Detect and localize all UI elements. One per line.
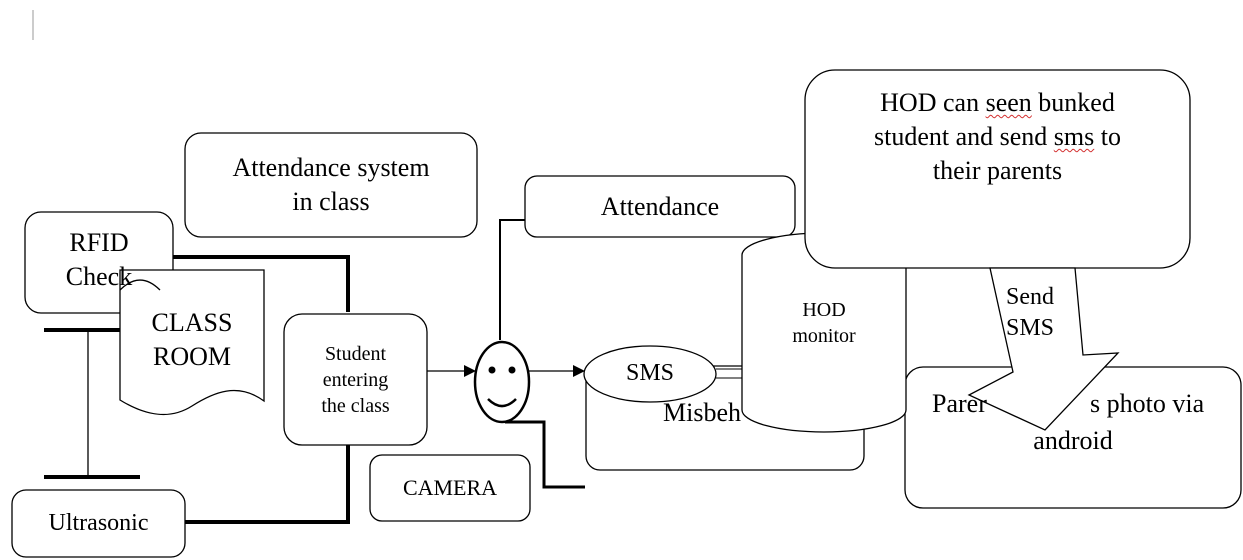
- parents-label-line2: android: [1033, 426, 1113, 456]
- hod-note-part-5: to their parents: [932, 121, 1121, 185]
- hod-note-label: HOD can seen bunked student and send sms…: [805, 86, 1190, 216]
- attendance-label: Attendance: [600, 191, 720, 221]
- attendance-system-label: Attendance system in class: [232, 153, 430, 216]
- misbehaviour-label: Misbeh: [663, 398, 741, 428]
- parents-label-right: s photo via: [1090, 389, 1205, 419]
- sms-label: SMS: [625, 360, 675, 387]
- ultrasonic-wire: [185, 445, 350, 524]
- ultrasonic-label: Ultrasonic: [48, 509, 149, 536]
- hod-note-part-3: bunked student and send: [873, 88, 1115, 151]
- sms-ellipse: [583, 345, 717, 403]
- rfid-wire: [170, 255, 350, 312]
- classroom-label: CLASS ROOM: [151, 308, 233, 371]
- rfid-label: RFID Check: [65, 228, 133, 291]
- send-sms-label: Send SMS: [1005, 283, 1055, 341]
- classroom-document-fold: [119, 279, 161, 291]
- send-sms-block-arrow: [967, 267, 1120, 431]
- student-box: [283, 313, 428, 446]
- hod-monitor-label: HOD monitor: [792, 299, 856, 347]
- attendance-system-box: [184, 132, 478, 238]
- camera-box: [369, 454, 531, 522]
- face-to-sms-arrowhead: [573, 365, 585, 377]
- face-to-attendance-line: [499, 219, 527, 340]
- parents-label-left: Parer: [932, 389, 987, 419]
- ultrasonic-box: [11, 489, 186, 558]
- student-face-icon: [473, 340, 531, 424]
- classroom-document-shape: [119, 269, 265, 416]
- hod-monitor-cylinder: [741, 232, 907, 433]
- student-label: Student entering the class: [321, 342, 390, 417]
- student-to-face-arrowhead: [464, 365, 476, 377]
- hod-note-misspelled-sms: sms: [1053, 121, 1095, 151]
- camera-label: CAMERA: [402, 474, 498, 500]
- hod-note-part-1: HOD can: [880, 88, 986, 117]
- face-to-camera-line: [505, 420, 585, 489]
- hod-note-misspelled-seen: seen: [985, 88, 1032, 117]
- attendance-box: [524, 175, 796, 238]
